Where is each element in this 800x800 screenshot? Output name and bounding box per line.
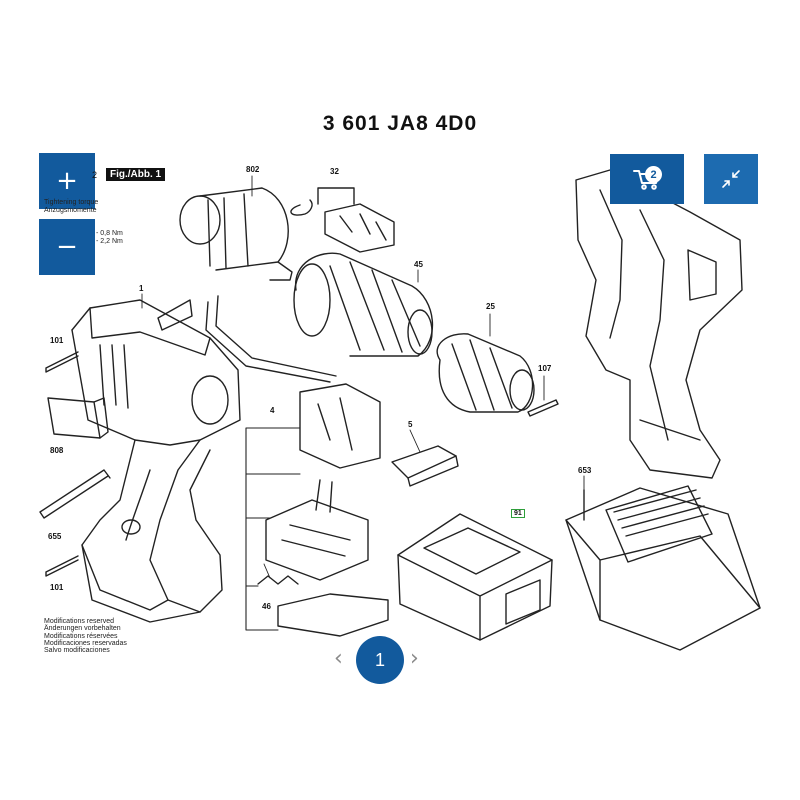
part-label-45[interactable]: 45: [414, 260, 423, 269]
part-label-46[interactable]: 46: [262, 602, 271, 611]
part-label-32[interactable]: 32: [330, 167, 339, 176]
part-label-1[interactable]: 1: [139, 284, 144, 293]
zoom-out-button[interactable]: −: [39, 219, 95, 275]
switch-part: [291, 188, 394, 252]
bit-part: [40, 470, 110, 518]
label-plate-part: [48, 398, 108, 438]
previous-page-icon[interactable]: ‹: [334, 646, 343, 671]
torque-header-en: Tightening torque: [44, 199, 99, 206]
modifications-line: Modifications reserved: [44, 618, 115, 625]
part-label-91[interactable]: 91: [511, 509, 525, 518]
modifications-line: Salvo modificaciones: [44, 647, 110, 655]
part-label-802[interactable]: 802: [246, 165, 260, 174]
part-label-107[interactable]: 107: [538, 364, 552, 373]
torque-line-1: - 0,8 Nm: [96, 230, 123, 237]
cart-count-badge: 2: [645, 166, 662, 183]
screw-107-part: [528, 400, 558, 416]
part-label-101-top[interactable]: 101: [50, 336, 64, 345]
current-page-button[interactable]: 1: [356, 636, 404, 684]
part-label-653[interactable]: 653: [578, 466, 592, 475]
modifications-line: Modifications réservées: [44, 632, 118, 640]
next-page-icon[interactable]: ›: [410, 646, 419, 671]
torque-line-2: - 2,2 Nm: [96, 238, 123, 245]
bracket-lines: [246, 428, 300, 630]
gearbox-part: [294, 253, 432, 356]
switch-module-part: [206, 296, 388, 636]
plus-icon: +: [56, 166, 78, 196]
torque-header-de: Anzugsmomente: [44, 207, 97, 214]
figure-prefix: 2: [92, 170, 98, 180]
leader-lines: [142, 176, 584, 578]
spring-part: [258, 576, 298, 584]
part-label-101-bottom[interactable]: 101: [50, 583, 64, 592]
cart-button[interactable]: 2: [610, 154, 684, 204]
chuck-part: [437, 334, 534, 412]
charger-part: [566, 486, 760, 650]
part-label-655[interactable]: 655: [48, 532, 62, 541]
part-label-5[interactable]: 5: [408, 420, 413, 429]
button-part: [392, 446, 458, 486]
part-label-25[interactable]: 25: [486, 302, 495, 311]
part-label-808[interactable]: 808: [50, 446, 64, 455]
housing-part: [72, 300, 240, 622]
screw-part: [46, 352, 78, 576]
figure-label: Fig./Abb. 1: [106, 168, 166, 181]
modifications-line: Modificaciones reservadas: [44, 639, 127, 647]
motor-part: [180, 188, 292, 280]
modifications-line: Änderungen vorbehalten: [44, 625, 121, 633]
zoom-in-button[interactable]: +: [39, 153, 95, 209]
housing-half-part: [576, 170, 742, 478]
page-title: 3 601 JA8 4D0: [322, 112, 478, 135]
part-label-4[interactable]: 4: [270, 406, 275, 415]
battery-part: [398, 514, 552, 640]
collapse-button[interactable]: [704, 154, 758, 204]
collapse-arrows-icon: [722, 170, 740, 188]
minus-icon: −: [56, 232, 78, 262]
modifications-notice: Modifications reserved Änderungen vorbeh…: [44, 618, 127, 654]
